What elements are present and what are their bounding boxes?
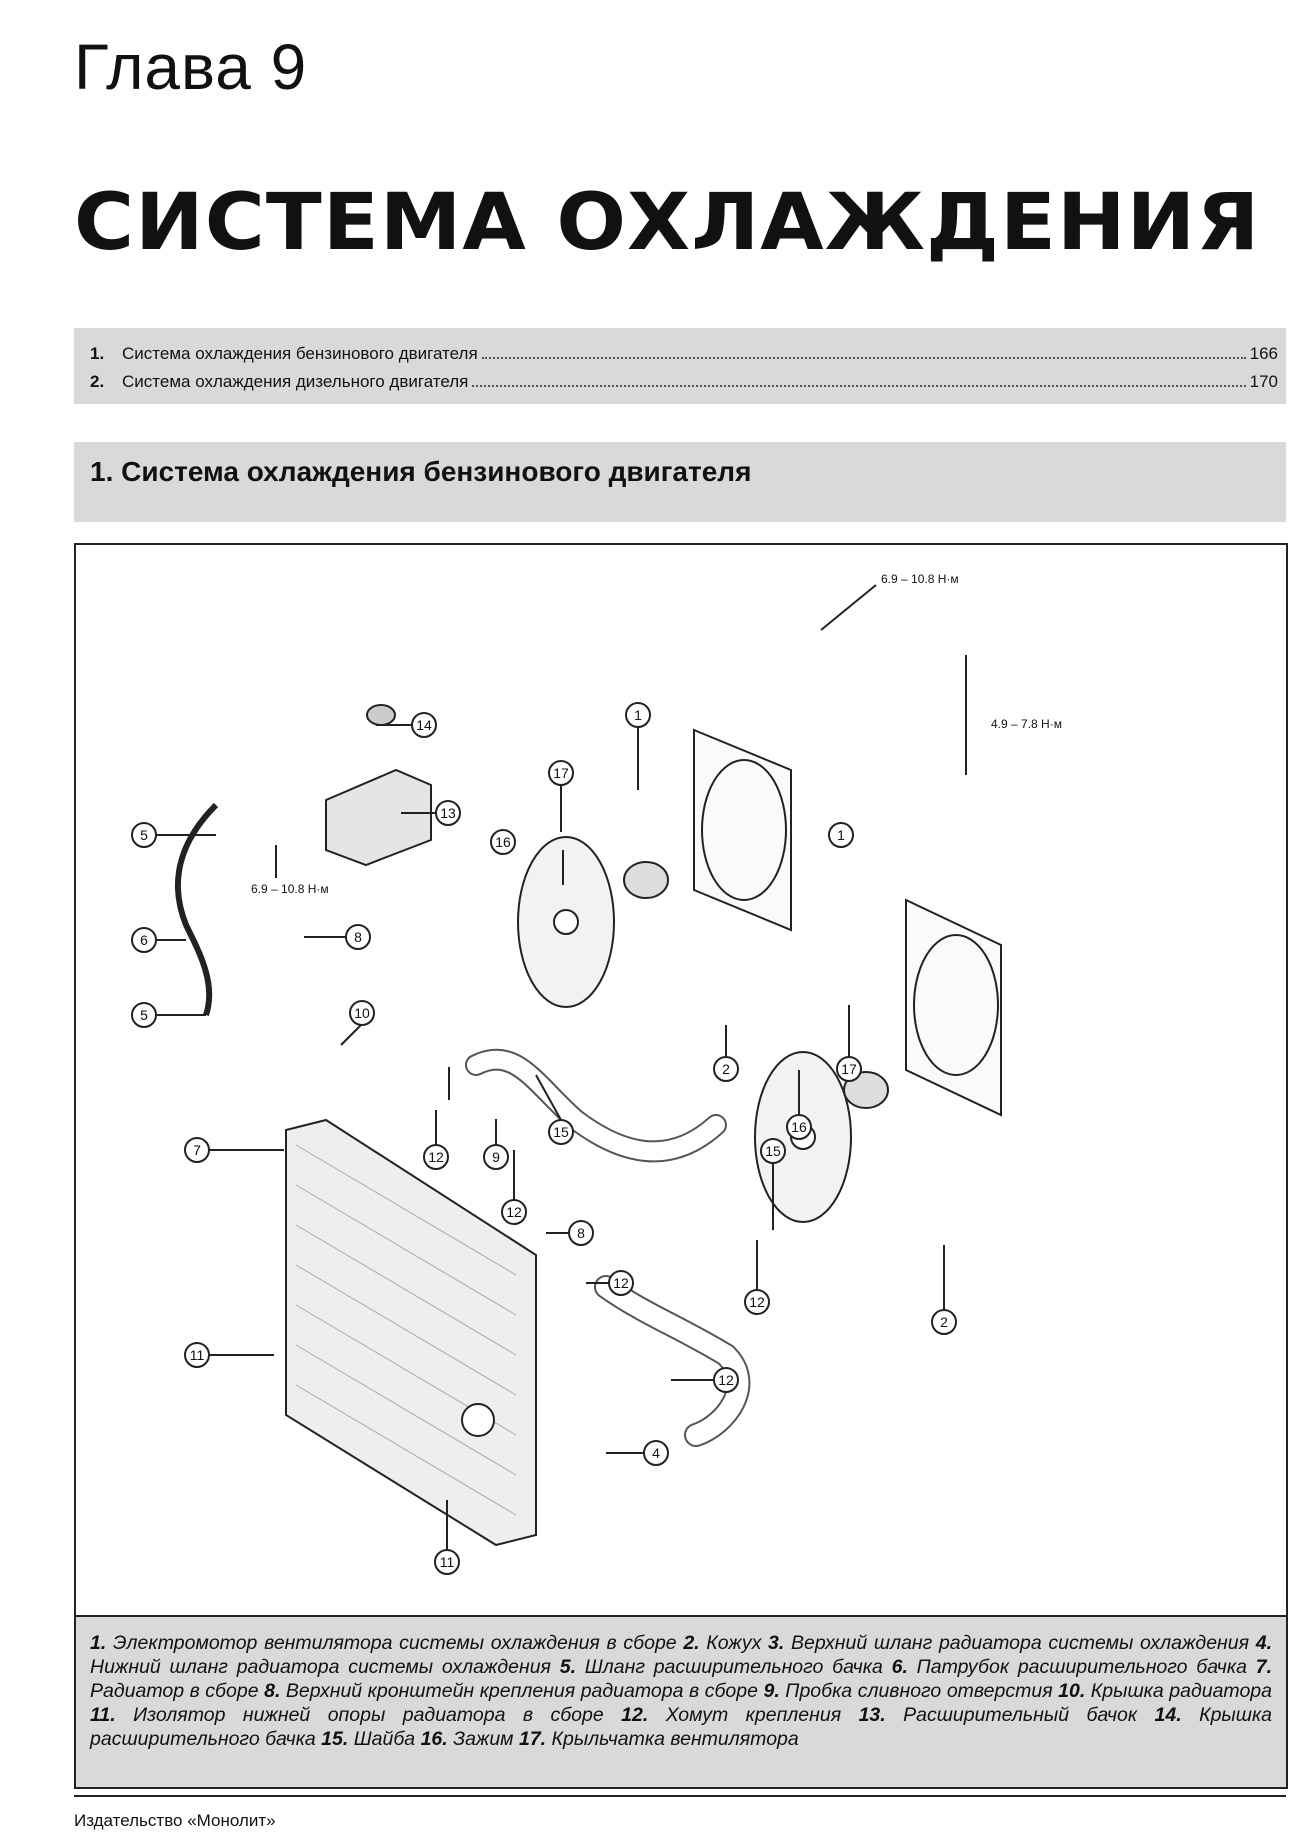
- callout-number: 15: [553, 1124, 569, 1140]
- callout-number: 2: [940, 1314, 948, 1330]
- caption-item-number: 17.: [518, 1728, 547, 1750]
- table-of-contents: 1. Система охлаждения бензинового двигат…: [74, 328, 1286, 404]
- section-heading-bar: 1. Система охлаждения бензинового двигат…: [74, 442, 1286, 522]
- callout-number: 5: [140, 827, 148, 843]
- caption-item-text: Электромотор вентилятора системы охлажде…: [106, 1632, 684, 1654]
- caption-item-text: Пробка сливного отверстия: [779, 1680, 1059, 1702]
- caption-item-text: Шайба: [348, 1728, 421, 1750]
- publisher: Издательство «Монолит»: [74, 1811, 276, 1830]
- chapter-number: Глава 9: [74, 31, 308, 103]
- chapter-title: СИСТЕМА ОХЛАЖДЕНИЯ: [74, 178, 1261, 268]
- caption-item-number: 6.: [891, 1656, 908, 1678]
- caption-item-number: 11.: [90, 1704, 116, 1726]
- callout-number: 12: [749, 1294, 765, 1310]
- torque-label: 6.9 – 10.8 Н·м: [881, 572, 959, 586]
- callout-number: 11: [440, 1554, 455, 1570]
- toc-text: Система охлаждения дизельного двигателя: [122, 372, 469, 391]
- section-heading: 1. Система охлаждения бензинового двигат…: [90, 456, 752, 487]
- toc-leader: [481, 357, 1246, 359]
- caption-item-number: 16.: [420, 1728, 448, 1750]
- callout-number: 12: [718, 1372, 734, 1388]
- caption-item-text: Хомут крепления: [648, 1704, 859, 1726]
- caption-item-text: Шланг расширительного бачка: [576, 1656, 892, 1678]
- radiator: [285, 1118, 537, 1547]
- callout-number: 1: [634, 707, 642, 723]
- callout-number: 8: [354, 929, 362, 945]
- callout-number: 15: [765, 1143, 781, 1159]
- caption-item-number: 1.: [90, 1632, 107, 1654]
- caption-item-number: 4.: [1255, 1632, 1272, 1654]
- caption-item-text: Крышка расширительного бачка: [90, 1704, 1273, 1750]
- caption-item-number: 8.: [264, 1680, 281, 1702]
- caption-item-number: 10.: [1058, 1680, 1086, 1702]
- fan-shroud-2: [905, 898, 1002, 1117]
- figure-caption: 1. Электромотор вентилятора системы охла…: [76, 1615, 1286, 1787]
- callout-number: 17: [553, 765, 569, 781]
- caption-item-number: 15.: [321, 1728, 349, 1750]
- fan-motor-2: [843, 1071, 889, 1109]
- caption-item-number: 9.: [763, 1680, 780, 1702]
- caption-item-text: Зажим: [447, 1728, 519, 1750]
- caption-item-number: 13.: [858, 1704, 886, 1726]
- footer-rule: [74, 1795, 1286, 1797]
- toc-page: 170: [1249, 372, 1278, 391]
- caption-item-number: 14.: [1154, 1704, 1182, 1726]
- caption-item-text: Изолятор нижней опоры радиатора в сборе: [115, 1704, 622, 1726]
- caption-item-text: Верхний шланг радиатора системы охлажден…: [784, 1632, 1256, 1654]
- caption-item-text: Кожух: [699, 1632, 769, 1654]
- caption-item-text: Расширительный бачок: [885, 1704, 1155, 1726]
- caption-item-text: Верхний кронштейн крепления радиатора в …: [280, 1680, 764, 1702]
- leader-lines: [154, 584, 967, 1550]
- caption-item-number: 2.: [683, 1632, 700, 1654]
- callouts: [131, 702, 957, 1575]
- toc-leader: [472, 385, 1246, 387]
- toc-number: 2.: [90, 372, 105, 391]
- callout-number: 17: [841, 1061, 857, 1077]
- callout-number: 11: [190, 1347, 205, 1363]
- toc-row: 1. Система охлаждения бензинового двигат…: [90, 338, 1278, 364]
- caption-item-text: Нижний шланг радиатора системы охлаждени…: [90, 1656, 560, 1678]
- callout-number: 12: [428, 1149, 444, 1165]
- callout-number: 10: [354, 1005, 370, 1021]
- toc-text: Система охлаждения бензинового двигателя: [122, 344, 478, 363]
- callout-number: 14: [416, 717, 432, 733]
- fan-shroud-1: [693, 728, 792, 932]
- overflow-hose: [175, 802, 219, 1016]
- callout-number: 9: [492, 1149, 500, 1165]
- callout-number: 13: [440, 805, 456, 821]
- caption-item-text: Патрубок расширительного бачка: [907, 1656, 1256, 1678]
- caption-item-number: 7.: [1255, 1656, 1272, 1678]
- caption-text: 1. Электромотор вентилятора системы охла…: [76, 1617, 1286, 1765]
- callout-number: 5: [140, 1007, 148, 1023]
- callout-number: 12: [613, 1275, 629, 1291]
- callout-number: 2: [722, 1061, 730, 1077]
- toc-row: 2. Система охлаждения дизельного двигате…: [90, 366, 1278, 392]
- caption-item-text: Крышка радиатора: [1085, 1680, 1272, 1702]
- expansion-tank: [325, 704, 432, 867]
- torque-label: 4.9 – 7.8 Н·м: [991, 717, 1062, 731]
- diagram-drawing: 5657118141310129128124121117151612171615…: [131, 572, 1062, 1575]
- callout-number: 8: [577, 1225, 585, 1241]
- toc-page: 166: [1249, 344, 1278, 363]
- callout-number: 16: [495, 834, 511, 850]
- caption-item-number: 12.: [621, 1704, 649, 1726]
- caption-item-number: 3.: [768, 1632, 785, 1654]
- caption-item-text: Радиатор в сборе: [90, 1680, 265, 1702]
- toc-number: 1.: [90, 344, 105, 363]
- torque-label: 6.9 – 10.8 Н·м: [251, 882, 329, 896]
- callout-number: 16: [791, 1119, 807, 1135]
- caption-item-text: Крыльчатка вентилятора: [546, 1728, 799, 1750]
- callout-number: 4: [652, 1445, 660, 1461]
- callout-number: 12: [506, 1204, 522, 1220]
- callout-number: 6: [140, 932, 148, 948]
- caption-item-number: 5.: [559, 1656, 577, 1678]
- callout-number: 1: [837, 827, 845, 843]
- fan-motor-1: [623, 861, 669, 899]
- callout-number: 7: [193, 1142, 201, 1158]
- fan-blade-1: [517, 836, 615, 1008]
